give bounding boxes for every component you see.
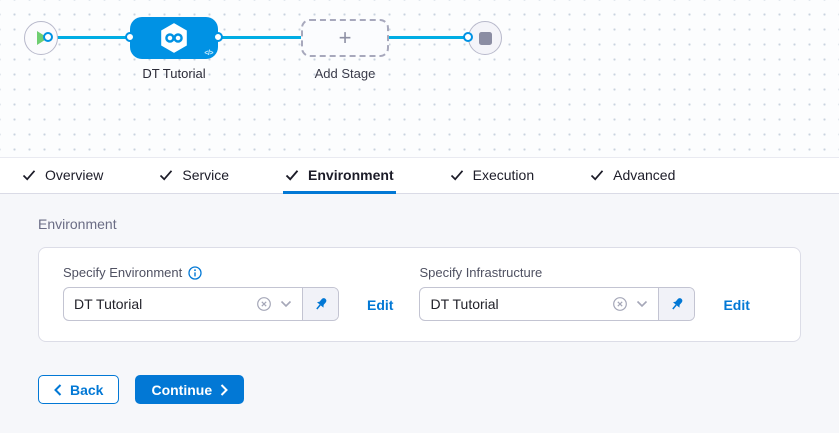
tab-label: Service: [182, 166, 230, 183]
connector-dot: [125, 32, 135, 42]
clear-icon[interactable]: [256, 296, 272, 312]
infrastructure-field-group: Specify Infrastructure DT Tutorial: [419, 265, 750, 321]
chevron-down-icon[interactable]: [280, 300, 292, 308]
check-icon: [285, 168, 299, 182]
stage-config-tabbar: Overview Service Environment Execution A…: [0, 157, 839, 194]
infrastructure-select-value: DT Tutorial: [430, 296, 499, 312]
environment-select-value: DT Tutorial: [74, 296, 143, 312]
section-heading: Environment: [38, 216, 117, 232]
tab-environment[interactable]: Environment: [283, 158, 396, 194]
tab-execution[interactable]: Execution: [448, 158, 536, 194]
chevron-left-icon: [54, 383, 62, 396]
check-icon: [159, 168, 173, 182]
plus-icon: +: [338, 25, 352, 50]
pin-icon: [315, 298, 326, 310]
edit-environment-link[interactable]: Edit: [367, 297, 394, 313]
pin-icon: [672, 298, 683, 310]
code-view-icon[interactable]: </>: [204, 50, 213, 57]
add-stage-label: Add Stage: [314, 66, 376, 81]
environment-select[interactable]: DT Tutorial: [63, 287, 339, 321]
environment-field-group: Specify Environment DT Tutorial: [63, 265, 393, 321]
tab-label: Execution: [472, 166, 535, 183]
back-button[interactable]: Back: [38, 375, 120, 404]
edit-infrastructure-link[interactable]: Edit: [723, 297, 750, 313]
environment-field-label: Specify Environment: [63, 265, 183, 280]
continue-button[interactable]: Continue: [135, 375, 245, 404]
tab-advanced[interactable]: Advanced: [588, 158, 677, 194]
tab-label: Advanced: [613, 166, 676, 183]
check-icon: [590, 168, 604, 182]
tab-service[interactable]: Service: [157, 158, 231, 194]
chevron-right-icon: [220, 383, 229, 396]
check-icon: [450, 168, 464, 182]
info-icon[interactable]: [188, 265, 202, 280]
pipeline-canvas[interactable]: </> + DT Tutorial Add Stage: [0, 0, 839, 157]
tab-label: Environment: [308, 166, 394, 183]
harness-cd-hexagon-icon: [161, 23, 187, 53]
chevron-down-icon[interactable]: [636, 300, 648, 308]
check-icon: [22, 168, 36, 182]
pin-button[interactable]: [302, 288, 338, 320]
infrastructure-select[interactable]: DT Tutorial: [419, 287, 696, 321]
stage-name-label: DT Tutorial: [142, 66, 206, 81]
connector-dot: [213, 32, 223, 42]
play-icon: [37, 31, 48, 45]
connector-dot: [463, 32, 473, 42]
connector-dot: [43, 32, 53, 42]
wizard-footer: Back Continue: [38, 375, 801, 404]
tab-label: Overview: [45, 166, 104, 183]
clear-icon[interactable]: [612, 296, 628, 312]
pin-button[interactable]: [658, 288, 695, 320]
continue-button-label: Continue: [151, 381, 213, 398]
add-stage-button[interactable]: +: [301, 19, 389, 57]
environment-tab-content: Environment Specify Environment DT Tutor…: [0, 194, 839, 433]
environment-card: Specify Environment DT Tutorial: [38, 247, 801, 342]
pipeline-end-node[interactable]: [468, 21, 502, 55]
pipeline-edge-line: [48, 36, 468, 39]
back-button-label: Back: [70, 381, 104, 398]
stop-icon: [478, 31, 492, 45]
infrastructure-field-label: Specify Infrastructure: [419, 265, 543, 280]
stage-node-dt-tutorial[interactable]: </>: [130, 17, 218, 59]
tab-overview[interactable]: Overview: [20, 158, 105, 194]
